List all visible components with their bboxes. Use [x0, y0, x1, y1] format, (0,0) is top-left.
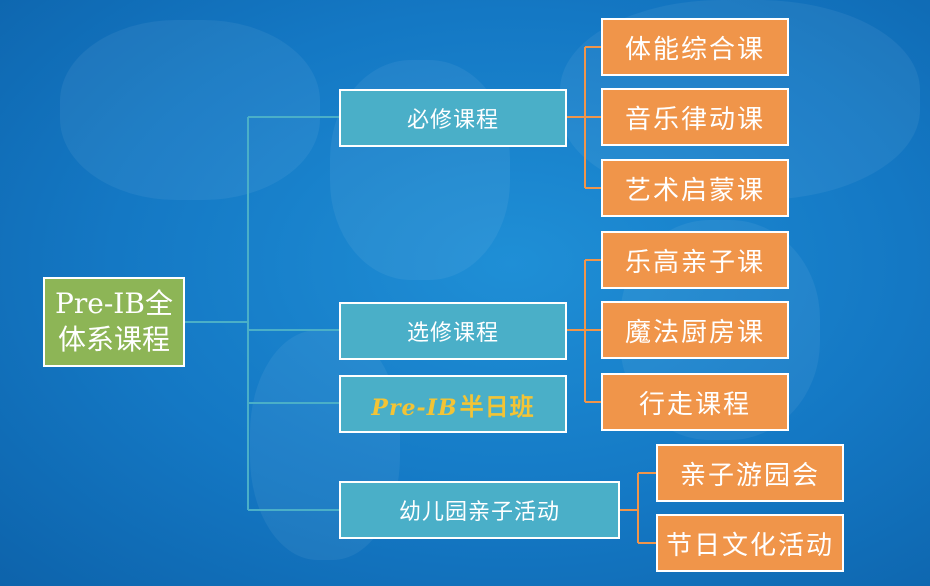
leaf-node: 魔法厨房课	[601, 301, 789, 359]
branch-halfday-class: Pre-IB半日班	[339, 375, 567, 433]
branch-required-courses: 必修课程	[339, 89, 567, 147]
leaf-node: 亲子游园会	[656, 444, 844, 502]
branch-label: 选修课程	[406, 321, 499, 346]
root-label-line1: Pre-IB全	[55, 287, 173, 320]
halfday-label-latin: Pre-IB	[371, 394, 458, 421]
root-node: Pre-IB全 体系课程	[43, 277, 185, 367]
leaf-node: 音乐律动课	[601, 88, 789, 146]
map-landmass-decoration	[60, 20, 320, 200]
branch-label: 幼儿园亲子活动	[398, 500, 560, 525]
branch-parent-child-activities: 幼儿园亲子活动	[339, 481, 620, 539]
branch-label: 必修课程	[406, 108, 499, 133]
leaf-label: 乐高亲子课	[624, 247, 765, 278]
leaf-label: 音乐律动课	[624, 104, 765, 135]
leaf-label: 魔法厨房课	[624, 317, 765, 348]
leaf-node: 节日文化活动	[656, 514, 844, 572]
leaf-node: 艺术启蒙课	[601, 159, 789, 217]
leaf-label: 亲子游园会	[679, 460, 820, 491]
halfday-label: Pre-IB半日班	[371, 387, 534, 422]
leaf-node: 行走课程	[601, 373, 789, 431]
leaf-label: 艺术启蒙课	[624, 175, 765, 206]
branch-elective-courses: 选修课程	[339, 302, 567, 360]
halfday-label-cn: 半日班	[459, 392, 535, 421]
leaf-label: 体能综合课	[624, 34, 765, 65]
leaf-node: 乐高亲子课	[601, 231, 789, 289]
leaf-label: 行走课程	[638, 389, 751, 420]
root-label-line2: 体系课程	[57, 323, 170, 356]
leaf-label: 节日文化活动	[665, 530, 834, 561]
leaf-node: 体能综合课	[601, 18, 789, 76]
